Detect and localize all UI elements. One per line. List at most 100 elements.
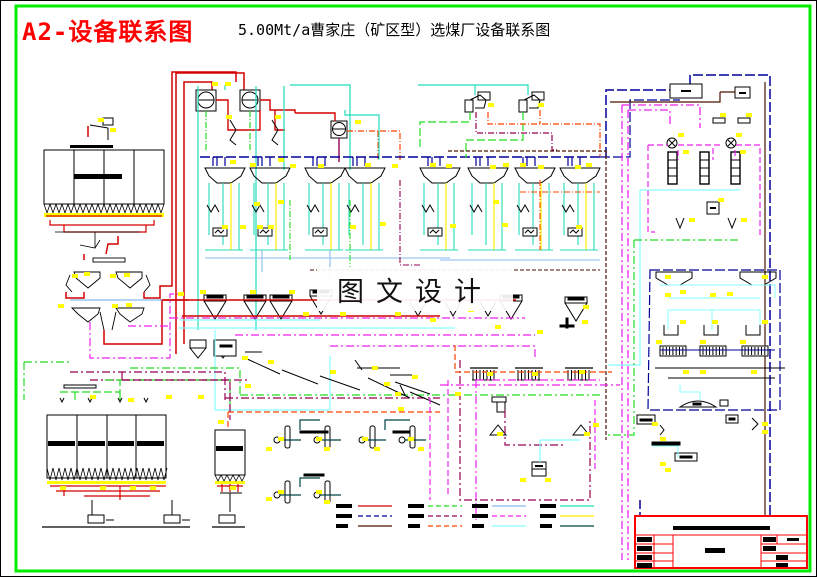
pump-discharge [299,419,410,487]
sieve-bend [469,203,483,214]
equipment-tag [537,330,543,334]
pump-tank [284,480,291,504]
jig-feed [475,157,489,166]
equipment-tag [266,447,272,451]
equipment-tag [257,225,263,229]
bunker-feeder-top [89,117,114,140]
jig-outlet [308,183,340,250]
equipment-tag [218,420,224,424]
sump [213,339,237,357]
flotation-trough [745,325,761,336]
equipment-tag [495,325,501,329]
sieve-bend [306,203,320,214]
equipment-tag [727,292,733,296]
jig-outlet [208,183,240,250]
pump-tank [284,425,291,449]
jig-feed [257,157,271,166]
equipment-tag [110,274,116,278]
equipment-tag [579,370,585,374]
equipment-tag [240,225,246,229]
mag-sep-drum [567,370,590,380]
equipment-tag [582,320,588,324]
equipment-tag [683,150,689,154]
equipment-tag [374,447,380,451]
equipment-tag [178,292,184,296]
orange-line [520,180,600,250]
equipment-tag [575,165,581,169]
equipment-tag [502,223,508,227]
equipment-tag [741,218,747,222]
equipment-tag [746,113,752,117]
equipment-tag [398,407,404,411]
cyclone-head-mark [272,295,290,299]
equipment-tag [430,163,436,167]
title-block [634,515,808,569]
equipment-tag [532,372,538,376]
equipment-tag [250,290,256,294]
equipment-tag [520,478,526,482]
equipment-tag [487,372,493,376]
equipment-tag [330,370,336,374]
equipment-tag [720,113,726,117]
equipment-tag [450,224,456,228]
equipment-tag [268,225,274,229]
equipment-tag [430,318,436,322]
legend-label-redacted [540,504,556,508]
bunker-label-redacted [74,174,122,179]
single-bunker [214,429,246,476]
equipment-tag [316,490,322,494]
equipment-tag [395,312,401,316]
equipment-tag [712,320,718,324]
pump-tank [369,425,376,449]
stand [565,317,569,329]
equipment-tag [678,133,684,137]
jig [514,167,556,184]
dewatering-screens [244,351,441,406]
flotation-cell-paddles [744,347,766,355]
sieve-bend [421,203,435,214]
equipment-tag [290,164,296,168]
equipment-tag [656,340,662,344]
equipment-tag [665,293,671,297]
equipment-tag [762,275,768,279]
equipment-tag [222,225,228,229]
legend-label-redacted [472,504,488,508]
legend-label-redacted [540,514,556,518]
equipment-tag [200,290,206,294]
equipment-tag [700,370,706,374]
jig [304,167,346,184]
equipment-tag [545,478,551,482]
equipment-tag [680,290,686,294]
breaker-group [175,72,401,354]
equipment-tag [98,118,104,122]
equipment-tag [100,486,106,490]
jig-row [204,157,601,280]
flotation-trough [663,325,679,336]
equipment-tag [538,103,544,107]
legend-label-redacted [472,524,484,528]
cyclone-cone [203,300,227,320]
equipment-tag [660,437,666,441]
dewatering-element-mark [259,229,270,234]
equipment-tag [212,82,218,86]
sheet-code-title: A2-设备联系图 [22,18,194,46]
bunker-teeth [214,474,246,482]
equipment-tag [230,486,236,490]
equipment-tag [126,303,132,307]
flotation-cell-paddles [702,347,724,355]
raw-coal-bunker-group [43,117,165,249]
equipment-tag [576,225,582,229]
equipment-tag [680,320,686,324]
legend-label-redacted [408,504,424,508]
pump-label-redacted [303,473,325,477]
equipment-tag [278,200,284,204]
equipment-tag [225,82,231,86]
equipment-tag [268,360,274,364]
equipment-tag [395,392,401,396]
jig-feed [312,157,326,166]
equipment-tag [128,398,134,402]
equipment-tag [488,103,494,107]
equipment-tag [710,293,716,297]
